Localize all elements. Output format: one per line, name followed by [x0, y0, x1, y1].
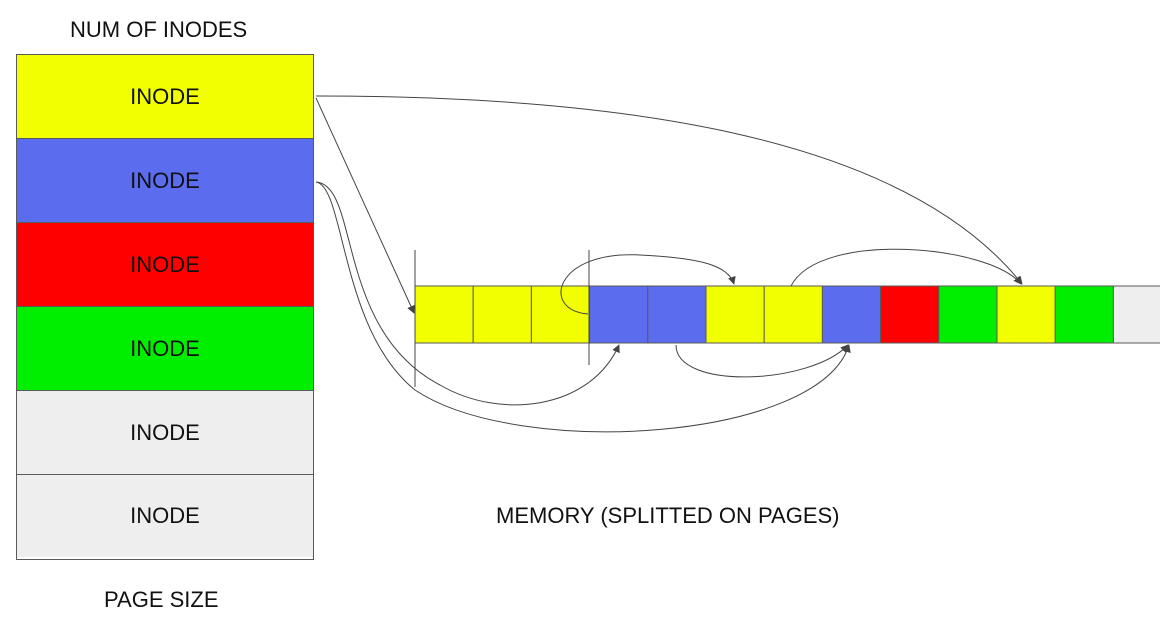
inode-row: INODE [17, 223, 313, 307]
memory-page [938, 285, 998, 344]
arrow-yellow-to-first-page [315, 97, 415, 314]
memory-page [1112, 285, 1160, 344]
arrow-blue-to-blue-page-2 [315, 181, 851, 433]
memory-label: MEMORY (SPLITTED ON PAGES) [496, 503, 840, 528]
inode-row: INODE [17, 55, 313, 139]
memory-page [414, 285, 474, 344]
inode-row: INODE [17, 139, 313, 223]
memory-page [589, 285, 649, 344]
arrow-blue-page-5-to-8 [675, 344, 849, 378]
memory-page [996, 285, 1056, 344]
inode-label: INODE [130, 167, 200, 193]
memory-page [647, 285, 707, 344]
memory-page [705, 285, 765, 344]
inode-label: INODE [130, 503, 200, 528]
inode-row: INODE [17, 307, 313, 391]
inode-label: INODE [130, 335, 200, 361]
page-size-label: PAGE SIZE [104, 587, 219, 612]
memory-page [472, 285, 532, 344]
memory-page [880, 285, 940, 344]
memory-strip [414, 285, 1160, 344]
memory-page [1054, 285, 1114, 344]
memory-page [821, 285, 882, 344]
arrow-yellow-page-7-to-11 [790, 248, 1022, 287]
arrow-blue-to-blue-page-1 [315, 181, 620, 406]
arrow-yellow-to-yellow-page [315, 95, 1023, 285]
inode-label: INODE [130, 251, 200, 277]
arrow-yellow-page-loop [560, 254, 736, 315]
memory-page [530, 285, 591, 344]
inode-row: INODE [17, 475, 313, 557]
num-of-inodes-label: NUM OF INODES [70, 17, 248, 42]
inode-table: INODE INODE INODE INODE INODE INODE [16, 54, 314, 560]
inode-row: INODE [17, 391, 313, 475]
inode-label: INODE [130, 83, 200, 109]
memory-page [763, 285, 823, 344]
inode-label: INODE [130, 419, 200, 445]
